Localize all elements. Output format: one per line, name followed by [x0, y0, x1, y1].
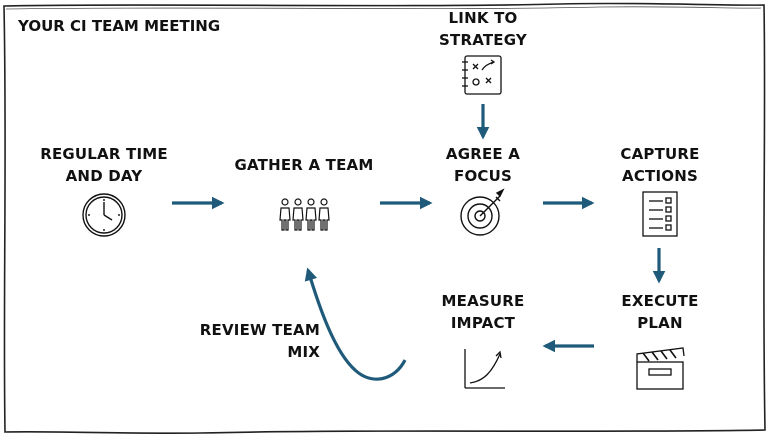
growth-chart-icon — [464, 349, 505, 389]
node-label-execute-plan: EXECUTE PLAN — [621, 292, 699, 332]
node-label-gather-team: GATHER A TEAM — [234, 156, 374, 174]
diagram-title: YOUR CI TEAM MEETING — [18, 17, 221, 35]
target-icon — [460, 188, 505, 236]
sketch-frame — [3, 2, 766, 435]
arrow-review-loop — [304, 267, 407, 381]
strategy-board-icon — [462, 55, 502, 95]
team-icon — [279, 198, 330, 231]
node-label-agree-focus: AGREE A FOCUS — [445, 145, 521, 185]
node-label-regular-time: REGULAR TIME AND DAY — [40, 145, 168, 185]
checklist-icon — [642, 191, 678, 237]
node-label-link-strategy: LINK TO STRATEGY — [439, 9, 527, 49]
sketch-frame-echo — [5, 6, 762, 10]
node-label-measure-impact: MEASURE IMPACT — [441, 292, 525, 332]
node-label-capture-actions: CAPTURE ACTIONS — [620, 145, 700, 185]
clock-icon — [82, 193, 126, 237]
node-label-review-mix: REVIEW TEAM MIX — [199, 321, 320, 361]
clapperboard-icon — [636, 347, 685, 390]
